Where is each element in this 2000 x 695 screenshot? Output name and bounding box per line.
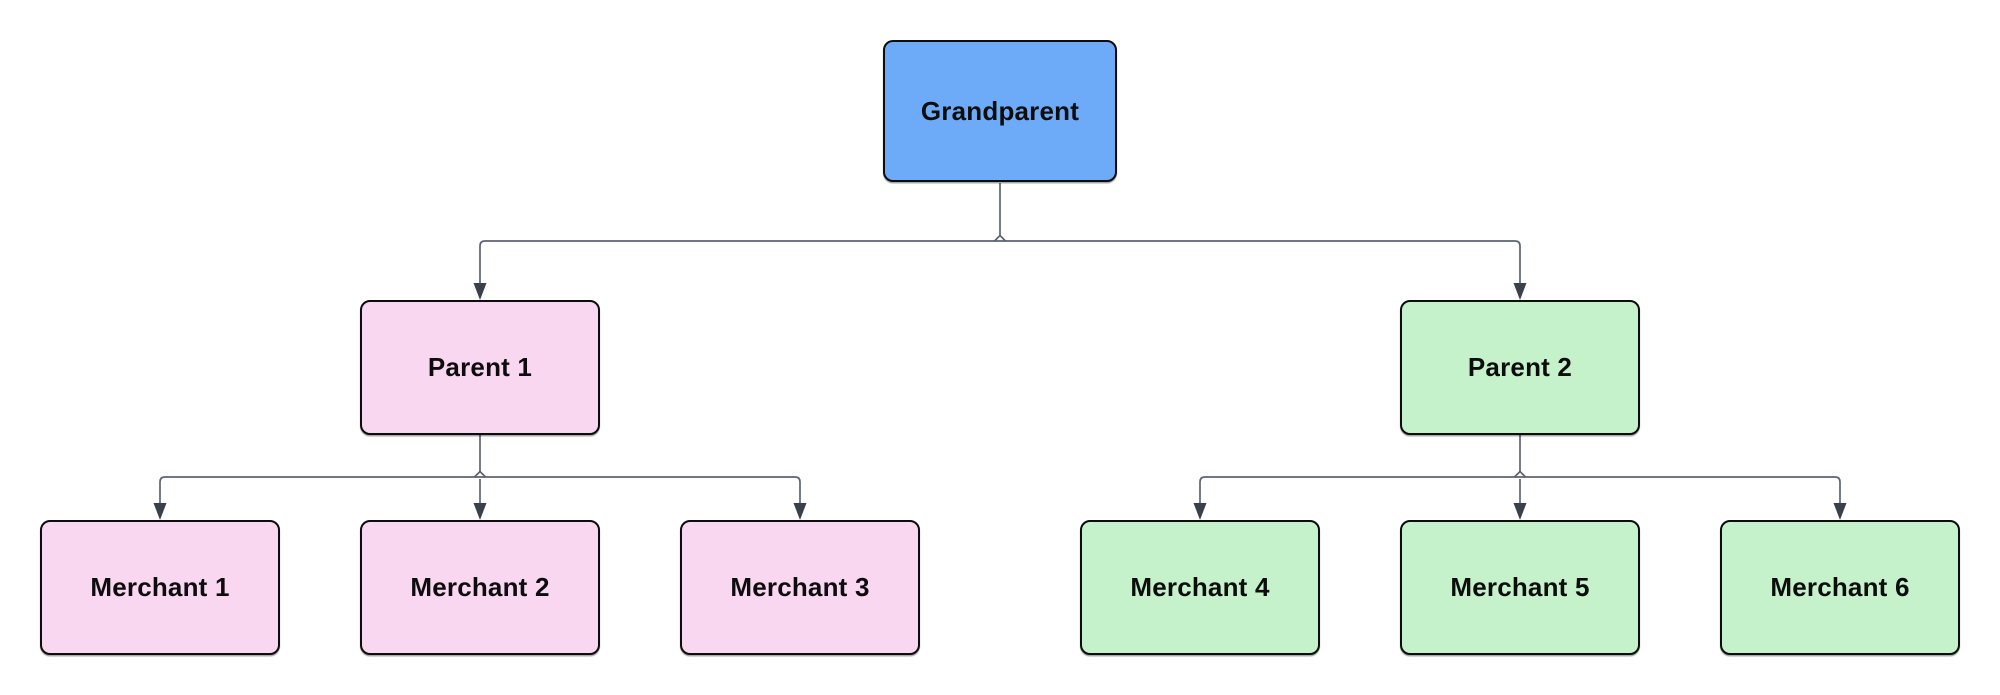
- edge-rail: [1199, 476, 1841, 506]
- arrowhead-merchant3: [793, 503, 807, 520]
- edge-rail: [159, 476, 801, 506]
- node-merchant-6[interactable]: Merchant 6: [1720, 520, 1960, 655]
- edge-grandparent-to-parents[interactable]: [473, 183, 1527, 300]
- node-parent-2[interactable]: Parent 2: [1400, 300, 1640, 435]
- arrowhead-parent1: [473, 283, 487, 300]
- edge-parent1-to-merchants[interactable]: [153, 435, 807, 520]
- edge-junction-caret: [993, 234, 1007, 242]
- edge-rail: [479, 240, 1521, 286]
- node-merchant-2-label: Merchant 2: [410, 572, 550, 602]
- arrowhead-merchant5: [1513, 503, 1527, 520]
- edge-junction-caret: [473, 470, 487, 478]
- node-merchant-3[interactable]: Merchant 3: [680, 520, 920, 655]
- node-merchant-6-label: Merchant 6: [1770, 572, 1910, 602]
- node-grandparent[interactable]: Grandparent: [883, 40, 1117, 182]
- edge-junction-caret: [1513, 470, 1527, 478]
- node-merchant-5[interactable]: Merchant 5: [1400, 520, 1640, 655]
- node-grandparent-label: Grandparent: [920, 95, 1080, 126]
- node-merchant-4-label: Merchant 4: [1130, 572, 1270, 602]
- node-merchant-2[interactable]: Merchant 2: [360, 520, 600, 655]
- arrowhead-merchant1: [153, 503, 167, 520]
- edge-parent2-to-merchants[interactable]: [1193, 435, 1847, 520]
- node-parent-1-label: Parent 1: [427, 352, 533, 382]
- arrowhead-merchant4: [1193, 503, 1207, 520]
- arrowhead-merchant2: [473, 503, 487, 520]
- arrowhead-parent2: [1513, 283, 1527, 300]
- node-merchant-3-label: Merchant 3: [730, 572, 870, 602]
- node-parent-2-label: Parent 2: [1467, 352, 1573, 382]
- node-merchant-1-label: Merchant 1: [90, 572, 230, 602]
- node-merchant-5-label: Merchant 5: [1450, 572, 1590, 602]
- arrowhead-merchant6: [1833, 503, 1847, 520]
- node-parent-1[interactable]: Parent 1: [360, 300, 600, 435]
- node-merchant-4[interactable]: Merchant 4: [1080, 520, 1320, 655]
- node-merchant-1[interactable]: Merchant 1: [40, 520, 280, 655]
